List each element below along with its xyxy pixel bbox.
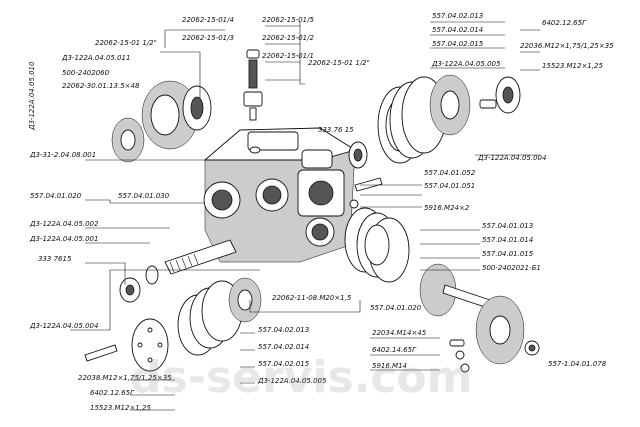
bearing-upper xyxy=(348,141,368,169)
watermark: ds-servis.com xyxy=(130,352,473,403)
label-l26: 5916.М24×2 xyxy=(424,204,470,212)
label-l29: 557.04.01.013 xyxy=(482,222,533,230)
leader-lines xyxy=(70,21,540,411)
label-l9: 500-2402060 xyxy=(62,69,110,77)
label-l47: 557-1.04.01.078 xyxy=(548,360,607,368)
bolt-lower-left xyxy=(84,344,118,362)
breather-valve xyxy=(243,49,263,121)
label-l2: 22062-15-01/4 xyxy=(182,16,234,24)
label-l15: Д3-122А.04.05.005 xyxy=(431,60,501,68)
bevel-gear-lower xyxy=(419,263,540,365)
label-l43: 5916.М14 xyxy=(372,362,407,370)
label-l14: 557.04.02.015 xyxy=(432,40,484,48)
label-l22: 557.04.01.052 xyxy=(424,169,476,177)
label-l16: 6402.12.65Г xyxy=(542,19,587,27)
label-l38: 557.04.02.014 xyxy=(258,343,309,351)
label-l35: 557.04.01.020 xyxy=(370,304,422,312)
label-l31: 333 7615 xyxy=(38,255,72,263)
label-l10: 22062-30.01.13.5×48 xyxy=(62,82,140,90)
shims-upper-right xyxy=(377,74,471,164)
label-l28: Д3-122А.04.05.001 xyxy=(29,235,98,243)
label-l24: 557.04.01.020 xyxy=(30,192,82,200)
label-l45: 6402.12.65Г xyxy=(90,389,135,397)
label-l23: 557.04.01.051 xyxy=(424,182,475,190)
label-l46: 15523.М12×1,25 xyxy=(90,404,151,412)
label-l32: 557.04.01.015 xyxy=(482,250,534,258)
bolt-mid xyxy=(349,177,383,209)
label-l5: 22062-15-01/2 xyxy=(262,34,314,42)
label-l36: Д3-122А.04.05.004 xyxy=(29,322,98,330)
shims-lower-right xyxy=(344,207,410,283)
label-l3: 22062-15-01/3 xyxy=(182,34,234,42)
label-l33: 500-2402021-Б1 xyxy=(482,264,541,272)
label-l34: 22062-11-08.М20×1,5 xyxy=(272,294,352,302)
shims-lower-mid xyxy=(177,277,262,356)
label-l39: 22034.М14×45 xyxy=(372,329,427,337)
label-l13: 557.04.02.014 xyxy=(432,26,483,34)
label-l37: 557.04.02.013 xyxy=(258,326,309,334)
label-l21: Д3-31-2.04.08.001 xyxy=(29,151,96,159)
label-l18: 15523.М12×1,25 xyxy=(542,62,603,70)
label-l7: 22062-15-01 1/2" xyxy=(308,59,370,67)
label-l1: 22062-15-01 1/2" xyxy=(95,39,157,47)
gearbox-housing xyxy=(203,127,357,263)
label-l40: 557.04.02.015 xyxy=(258,360,310,368)
hardware-lower-mid xyxy=(449,339,470,373)
cover-lower-left xyxy=(131,318,169,372)
label-l42: Д3-122А.04.05.005 xyxy=(257,377,327,385)
flange-right xyxy=(479,76,521,114)
label-l41: 6402.14.65Г xyxy=(372,346,417,354)
label-l44: 22038.М12×1,75/1,25×35 xyxy=(78,374,172,382)
label-l8: Д3-122А.04.05.011 xyxy=(61,54,130,62)
label-l25: 557.04.01.030 xyxy=(118,192,170,200)
ring-gear-upper xyxy=(111,80,212,163)
label-l27: Д3-122А.04.05.002 xyxy=(29,220,99,228)
label-l17: 22036.М12×1,75/1,25×35 xyxy=(520,42,614,50)
label-l19: 333.76 15 xyxy=(318,126,354,134)
label-l11: Д3-122А.04.05.010 xyxy=(28,61,36,131)
label-l20: Д3-122А.04.05.004 xyxy=(477,154,546,162)
label-l12: 557.04.02.013 xyxy=(432,12,483,20)
bearing-lower-left xyxy=(119,265,159,303)
part-labels: 22062-15-01 1/2" 22062-15-01/4 22062-15-… xyxy=(28,12,614,412)
label-l30: 557.04.01.014 xyxy=(482,236,533,244)
label-l4: 22062-15-01/5 xyxy=(262,16,314,24)
label-l6: 22062-15-01/1 xyxy=(262,52,314,60)
